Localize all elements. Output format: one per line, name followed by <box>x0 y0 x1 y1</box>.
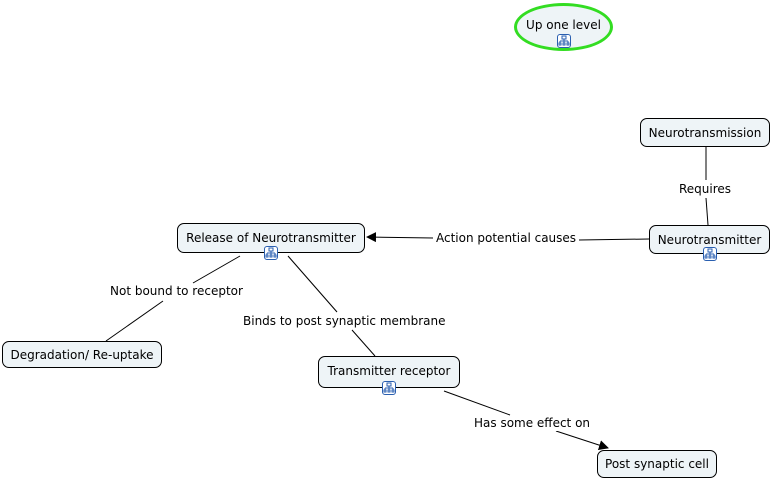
line-release-notbound <box>192 255 241 284</box>
concept-up-one-level[interactable]: Up one level <box>514 3 613 51</box>
concept-transmitter-receptor[interactable]: Transmitter receptor <box>318 356 460 395</box>
concept-neurotransmitter[interactable]: Neurotransmitter <box>649 225 770 261</box>
concept-label: Release of Neurotransmitter <box>186 231 356 245</box>
link-not-bound-to-receptor[interactable]: Not bound to receptor <box>108 284 245 299</box>
line-receptor-effect <box>443 390 511 416</box>
concept-release-of-neurotransmitter[interactable]: Release of Neurotransmitter <box>177 223 365 260</box>
link-binds-to-post-synaptic-membrane[interactable]: Binds to post synaptic membrane <box>241 314 448 329</box>
concept-label: Post synaptic cell <box>605 457 709 471</box>
link-has-some-effect-on[interactable]: Has some effect on <box>472 416 593 431</box>
line-neurotransmitter-action <box>578 238 650 241</box>
concept-label: Degradation/ Re-uptake <box>10 348 154 362</box>
line-notbound-degradation <box>105 300 164 342</box>
line-requires-neurotransmitter <box>705 197 709 226</box>
submap-icon[interactable] <box>264 246 278 260</box>
submap-icon[interactable] <box>556 34 571 48</box>
link-requires[interactable]: Requires <box>677 182 734 197</box>
concept-post-synaptic-cell[interactable]: Post synaptic cell <box>597 450 717 478</box>
concept-label: Neurotransmission <box>648 126 762 140</box>
concept-label: Transmitter receptor <box>327 364 451 378</box>
line-release-binds <box>287 255 338 313</box>
submap-icon[interactable] <box>382 381 396 395</box>
concept-degradation-reuptake[interactable]: Degradation/ Re-uptake <box>2 341 162 368</box>
line-binds-receptor <box>351 329 376 357</box>
concept-label: Neurotransmitter <box>657 233 762 247</box>
concept-neurotransmission[interactable]: Neurotransmission <box>640 118 770 147</box>
submap-icon[interactable] <box>702 247 717 261</box>
line-effect-postsynaptic <box>555 430 609 450</box>
line-action-release <box>366 232 434 243</box>
link-action-potential-causes[interactable]: Action potential causes <box>434 231 579 246</box>
concept-label: Up one level <box>526 18 601 32</box>
